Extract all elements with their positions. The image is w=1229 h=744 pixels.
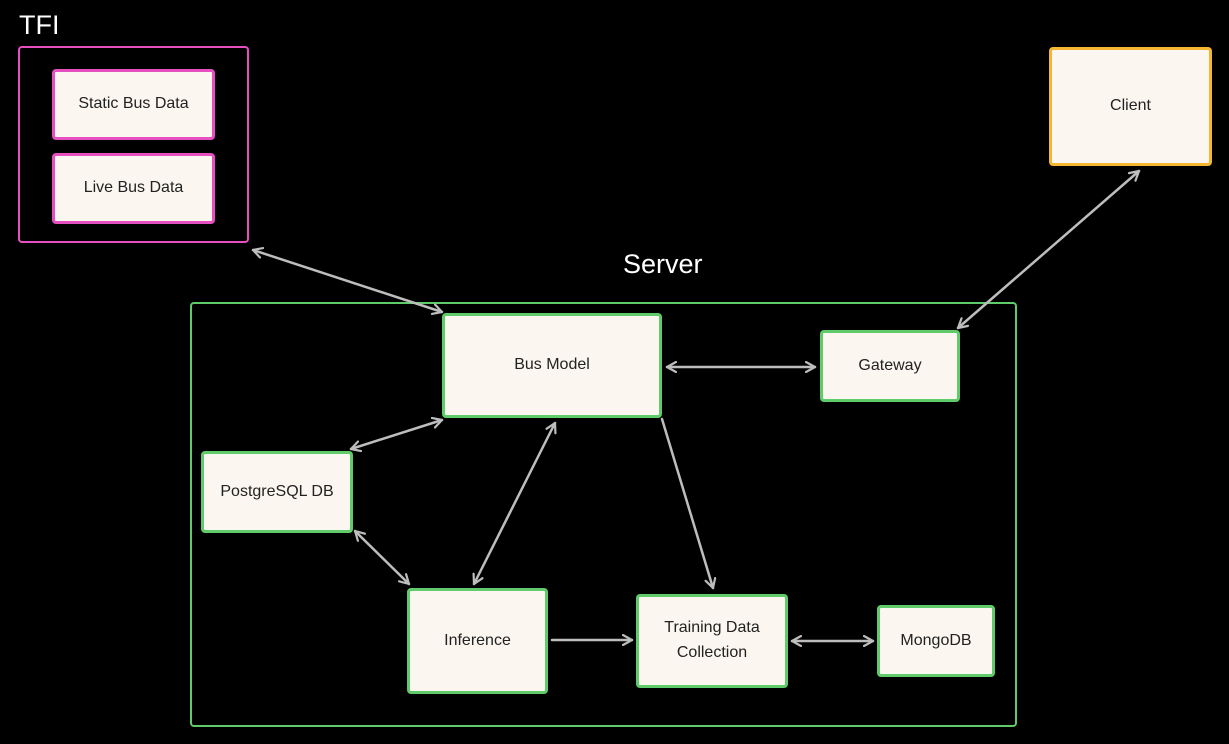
training-data-collection-label: Training Data Collection — [664, 619, 760, 661]
postgresql-db-node: PostgreSQL DB — [201, 451, 353, 533]
client-node: Client — [1049, 47, 1212, 166]
bus-model-label: Bus Model — [514, 356, 590, 374]
mongodb-node: MongoDB — [877, 605, 995, 677]
bus-model-node: Bus Model — [442, 313, 662, 418]
live-bus-data-label: Live Bus Data — [83, 179, 184, 197]
client-label: Client — [1110, 97, 1151, 115]
gateway-node: Gateway — [820, 330, 960, 402]
tfi-group-label: TFI — [19, 10, 60, 40]
live-bus-data-node: Live Bus Data — [52, 153, 215, 224]
server-group-label: Server — [623, 249, 703, 279]
training-data-collection-node: Training Data Collection — [636, 594, 788, 688]
postgresql-db-label: PostgreSQL DB — [220, 482, 334, 500]
mongodb-label: MongoDB — [900, 631, 972, 649]
static-bus-data-node: Static Bus Data — [52, 69, 215, 140]
static-bus-data-label: Static Bus Data — [78, 95, 189, 113]
server-group — [190, 302, 1017, 727]
tfi-group — [18, 46, 249, 243]
inference-label: Inference — [444, 631, 511, 649]
gateway-label: Gateway — [858, 356, 922, 374]
inference-node: Inference — [407, 588, 548, 694]
